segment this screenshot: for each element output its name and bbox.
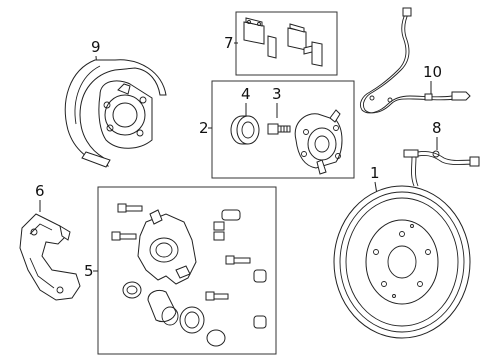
brake-rotor-part (333, 185, 471, 339)
guide-pin-lower (225, 255, 251, 265)
callout-7[interactable]: 7 (224, 34, 234, 52)
pin-boot-1 (253, 269, 267, 283)
piston-seal (179, 306, 205, 334)
hub-bolt-part (267, 123, 291, 135)
callout-10[interactable]: 10 (423, 63, 442, 81)
bleeder (205, 291, 229, 301)
hub-assembly-part (294, 109, 343, 175)
guide-pin-upper (213, 209, 241, 241)
callout-2[interactable]: 2 (199, 119, 209, 137)
callout-5[interactable]: 5 (84, 262, 94, 280)
callout-6[interactable]: 6 (35, 182, 45, 200)
caliper-bolt-1 (117, 203, 143, 213)
callout-4[interactable]: 4 (241, 85, 251, 103)
o-ring (206, 329, 226, 347)
caliper-kit-contents (111, 203, 267, 347)
brake-hose-part (403, 149, 480, 187)
hub-group-box (211, 80, 355, 179)
dust-seal (122, 281, 142, 299)
abs-sensor-part (359, 7, 471, 114)
callout-1[interactable]: 1 (370, 164, 380, 182)
callout-3[interactable]: 3 (272, 85, 282, 103)
callout-8[interactable]: 8 (432, 119, 442, 137)
wheel-bearing-part (230, 115, 260, 145)
pin-boot-2 (253, 315, 267, 329)
caliper-support-part (19, 213, 81, 301)
caliper-piston (147, 289, 179, 326)
dust-shield-part (64, 59, 167, 168)
caliper-bolt-2 (111, 231, 137, 241)
caliper-body (137, 209, 197, 285)
callout-9[interactable]: 9 (91, 38, 101, 56)
brake-pads-part (243, 17, 323, 67)
